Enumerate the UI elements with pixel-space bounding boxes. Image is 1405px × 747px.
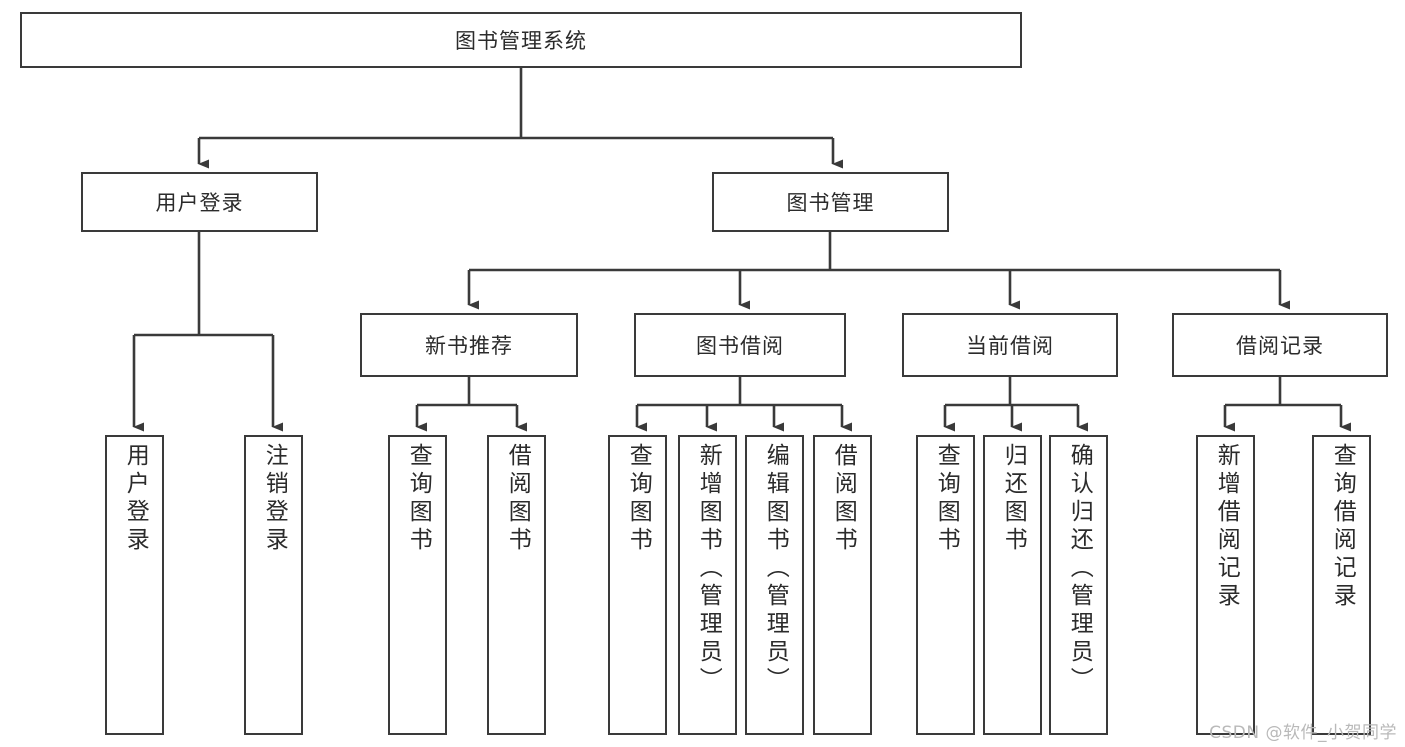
- watermark: CSDN @软件_小贺同学: [1209, 723, 1397, 743]
- node-user-login-label: 用户登录: [155, 191, 244, 215]
- node-leaf-add-book-label: 新增图书（管理员）: [695, 443, 722, 695]
- node-leaf-borrow-book-rec[interactable]: 借阅图书: [487, 435, 546, 735]
- node-leaf-query-book-cur[interactable]: 查询图书: [916, 435, 975, 735]
- node-borrow-record[interactable]: 借阅记录: [1172, 313, 1388, 377]
- node-leaf-borrow-book-rec-label: 借阅图书: [504, 443, 531, 555]
- node-leaf-user-logout-label: 注销登录: [261, 443, 288, 555]
- node-book-manage-label: 图书管理: [786, 191, 875, 215]
- node-leaf-user-logout[interactable]: 注销登录: [244, 435, 303, 735]
- node-leaf-borrow-book[interactable]: 借阅图书: [813, 435, 872, 735]
- node-book-manage[interactable]: 图书管理: [712, 172, 949, 232]
- node-book-borrow[interactable]: 图书借阅: [634, 313, 846, 377]
- node-root[interactable]: 图书管理系统: [20, 12, 1022, 68]
- node-leaf-confirm-return-label: 确认归还（管理员）: [1066, 443, 1093, 695]
- node-book-borrow-label: 图书借阅: [696, 334, 784, 358]
- node-new-book-rec[interactable]: 新书推荐: [360, 313, 578, 377]
- node-leaf-add-record[interactable]: 新增借阅记录: [1196, 435, 1255, 735]
- node-leaf-confirm-return[interactable]: 确认归还（管理员）: [1049, 435, 1108, 735]
- node-leaf-query-book-label: 查询图书: [625, 443, 652, 555]
- node-new-book-rec-label: 新书推荐: [425, 334, 513, 358]
- node-leaf-user-login[interactable]: 用户登录: [105, 435, 164, 735]
- node-leaf-add-book[interactable]: 新增图书（管理员）: [678, 435, 737, 735]
- node-leaf-edit-book[interactable]: 编辑图书（管理员）: [745, 435, 804, 735]
- node-leaf-return-book[interactable]: 归还图书: [983, 435, 1042, 735]
- node-leaf-borrow-book-label: 借阅图书: [830, 443, 857, 555]
- node-leaf-return-book-label: 归还图书: [1000, 443, 1027, 555]
- node-leaf-add-record-label: 新增借阅记录: [1213, 443, 1240, 611]
- node-root-label: 图书管理系统: [455, 29, 587, 53]
- node-leaf-query-record-label: 查询借阅记录: [1329, 443, 1356, 611]
- node-leaf-edit-book-label: 编辑图书（管理员）: [762, 443, 789, 695]
- node-leaf-user-login-label: 用户登录: [122, 443, 149, 555]
- node-leaf-query-book-rec-label: 查询图书: [405, 443, 432, 555]
- node-borrow-record-label: 借阅记录: [1236, 334, 1324, 358]
- node-leaf-query-book-cur-label: 查询图书: [933, 443, 960, 555]
- node-leaf-query-book[interactable]: 查询图书: [608, 435, 667, 735]
- node-current-borrow-label: 当前借阅: [966, 334, 1054, 358]
- node-leaf-query-record[interactable]: 查询借阅记录: [1312, 435, 1371, 735]
- node-user-login[interactable]: 用户登录: [81, 172, 318, 232]
- node-current-borrow[interactable]: 当前借阅: [902, 313, 1118, 377]
- node-leaf-query-book-rec[interactable]: 查询图书: [388, 435, 447, 735]
